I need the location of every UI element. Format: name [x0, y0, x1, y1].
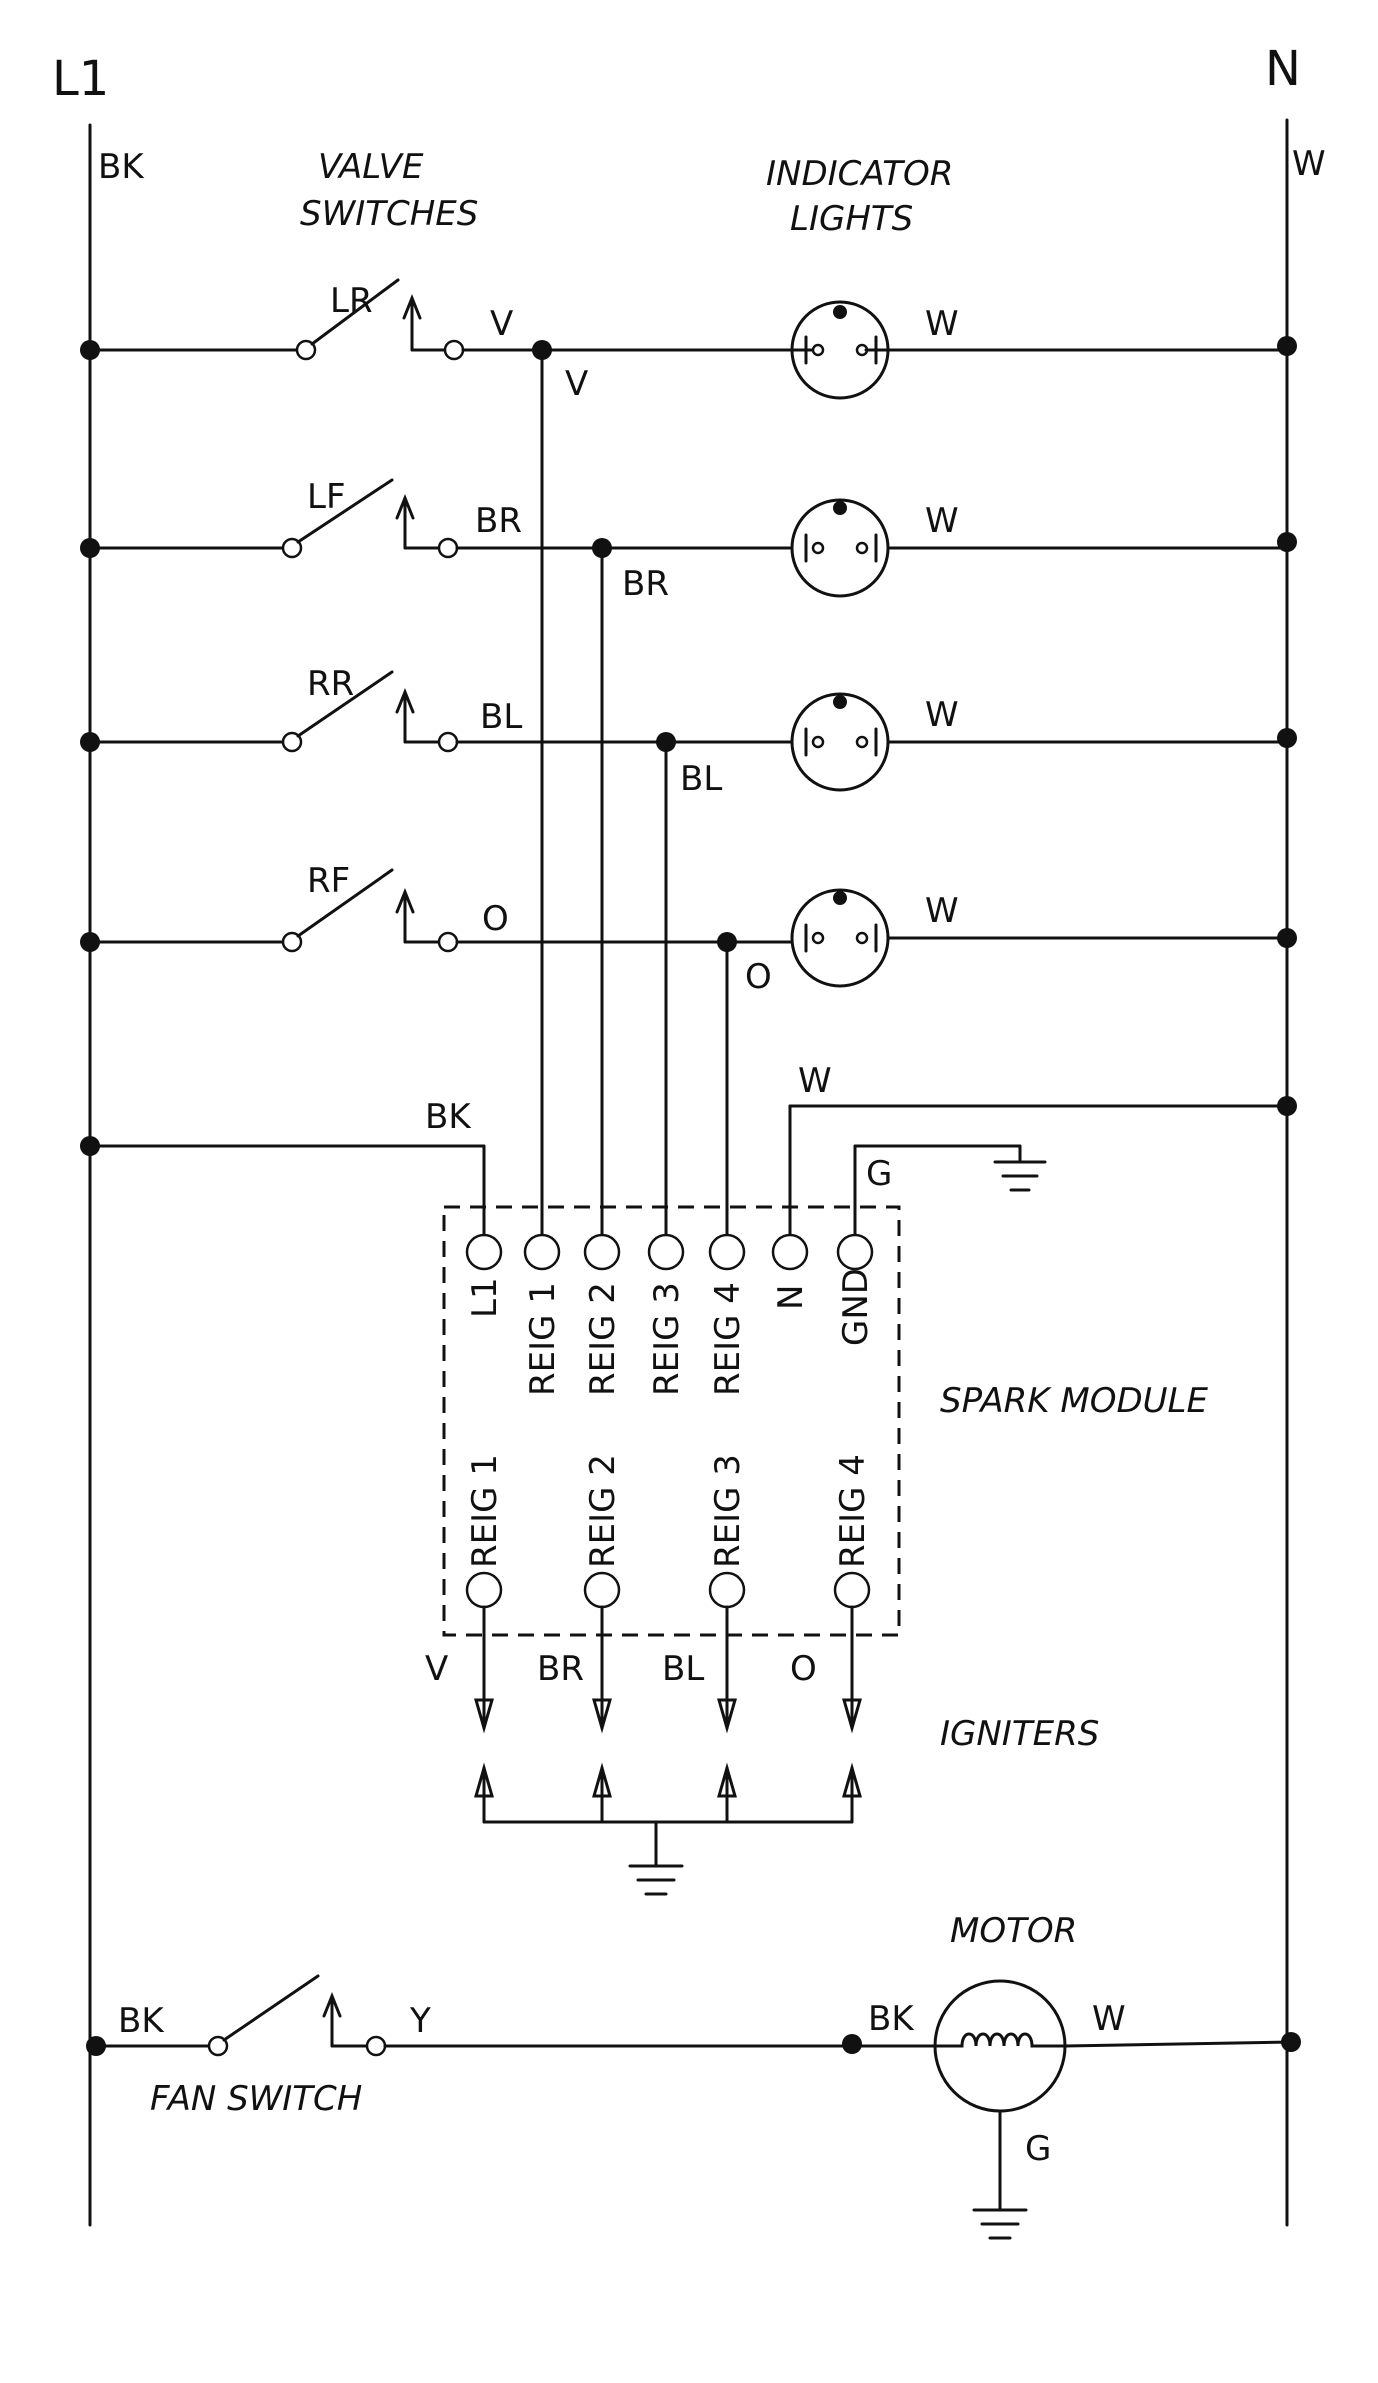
valve-row-rf	[88, 868, 1289, 1237]
indicator-light-3	[804, 695, 878, 757]
igniter-wire-bl: BL	[662, 1649, 704, 1689]
switch-label-rr: RR	[307, 664, 354, 704]
terminal-label-reig3-bottom: REIG 3	[708, 1454, 748, 1568]
terminal-label-reig4-top: REIG 4	[708, 1282, 748, 1396]
terminal-label-reig2-bottom: REIG 2	[583, 1454, 623, 1568]
indicator-light-4	[804, 891, 878, 953]
motor-wire-w: W	[1092, 1999, 1126, 2039]
heading-valve-1: VALVE	[318, 147, 424, 187]
igniter-wire-br: BR	[537, 1649, 584, 1689]
heading-indicator-1: INDICATOR	[766, 154, 953, 194]
rail-wire-bk: BK	[98, 147, 145, 187]
heading-valve-2: SWITCHES	[300, 194, 478, 234]
module-top-terminals	[465, 1233, 874, 1271]
module-feeds	[88, 1104, 1289, 1237]
igniter-wire-v: V	[425, 1649, 448, 1689]
row-wire-v: V	[490, 304, 513, 344]
module-bottom-terminals	[465, 1571, 871, 1609]
valve-row-lr	[88, 278, 1289, 1237]
indicator-light-2	[804, 501, 878, 563]
drop-wire-o: O	[745, 957, 772, 997]
fan-wire-y: Y	[409, 2001, 431, 2041]
terminal-label-reig1-top: REIG 1	[523, 1282, 563, 1396]
terminal-label-reig2-top: REIG 2	[583, 1282, 623, 1396]
fan-wire-bk: BK	[118, 2001, 165, 2041]
spark-module-label: SPARK MODULE	[940, 1381, 1208, 1421]
igniter-leads	[474, 1605, 862, 1896]
drop-wire-br: BR	[622, 564, 669, 604]
motor-wire-g: G	[1025, 2129, 1051, 2169]
terminal-label-n: N	[771, 1285, 811, 1310]
lamp-wire-w-4: W	[925, 891, 959, 931]
motor-label: MOTOR	[950, 1911, 1077, 1951]
terminal-label-reig3-top: REIG 3	[647, 1282, 687, 1396]
drop-wire-v: V	[565, 364, 588, 404]
terminal-label-l1: L1	[465, 1277, 505, 1318]
terminal-label-reig4-bottom: REIG 4	[833, 1454, 873, 1568]
switch-label-rf: RF	[307, 861, 350, 901]
switch-label-lf: LF	[307, 477, 346, 517]
terminal-label-gnd: GND	[836, 1268, 876, 1346]
heading-indicator-2: LIGHTS	[790, 199, 913, 239]
rail-label-l1: L1	[52, 51, 109, 107]
row-wire-br: BR	[475, 501, 522, 541]
igniter-wire-o: O	[790, 1649, 817, 1689]
rail-label-n: N	[1265, 41, 1301, 97]
spark-module-box	[442, 1205, 901, 1637]
igniters-label: IGNITERS	[940, 1714, 1099, 1754]
junction-dots	[80, 336, 1301, 2056]
lamp-wire-w-1: W	[925, 304, 959, 344]
feed-wire-g: G	[866, 1154, 892, 1194]
row-wire-bl: BL	[480, 697, 522, 737]
lamp-wire-w-2: W	[925, 501, 959, 541]
switch-label-lr: LR	[330, 281, 373, 321]
feed-wire-w: W	[798, 1061, 832, 1101]
motor-wire-bk: BK	[868, 1999, 915, 2039]
row-wire-o: O	[482, 899, 509, 939]
indicator-light-1	[790, 305, 890, 365]
valve-row-lf	[88, 478, 1289, 1237]
fan-switch-label: FAN SWITCH	[150, 2079, 362, 2119]
fan-motor-row	[94, 1974, 1293, 2240]
terminal-label-reig1-bottom: REIG 1	[465, 1454, 505, 1568]
lamp-wire-w-3: W	[925, 695, 959, 735]
drop-wire-bl: BL	[680, 759, 722, 799]
rail-wire-w: W	[1292, 144, 1326, 184]
valve-row-rr	[88, 670, 1289, 1237]
feed-wire-bk: BK	[425, 1097, 472, 1137]
